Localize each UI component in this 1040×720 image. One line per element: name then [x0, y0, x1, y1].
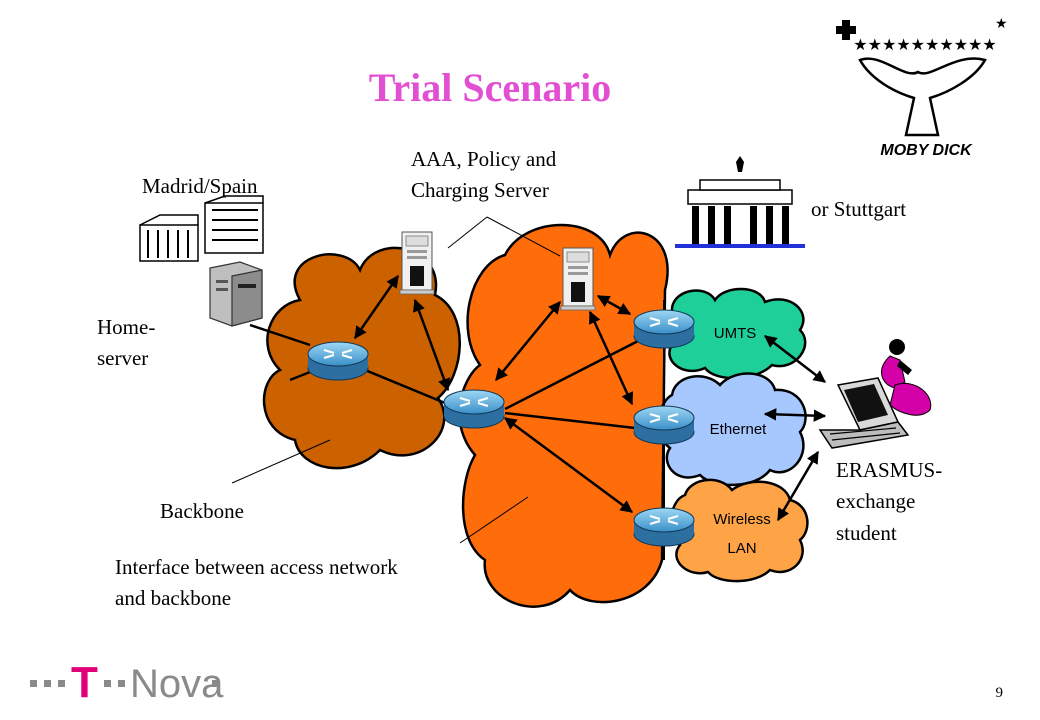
interface-label-line1: Interface between access network: [115, 555, 398, 579]
page-title: Trial Scenario: [369, 65, 612, 110]
backbone-label: Backbone: [160, 499, 244, 523]
laptop-icon: [818, 377, 910, 449]
wlan-label-line2: LAN: [727, 540, 756, 557]
ethernet-label: Ethernet: [710, 421, 768, 438]
erasmus-label-line1: ERASMUS-: [836, 458, 942, 482]
erasmus-label-line3: student: [836, 521, 897, 545]
interface-label-line2: and backbone: [115, 586, 231, 610]
svg-text:★★★★★★★★★★: ★★★★★★★★★★: [853, 37, 996, 54]
building-icon: [139, 195, 264, 262]
umts-label: UMTS: [714, 325, 757, 342]
moby-dick-label: MOBY DICK: [880, 142, 973, 159]
brandenburg-gate-icon: [675, 156, 805, 248]
aaa-server-backbone: [399, 231, 435, 295]
tnova-text: Nova: [130, 662, 224, 706]
router-wlan: [632, 506, 696, 548]
madrid-label: Madrid/Spain: [142, 174, 258, 198]
wlan-cloud: [669, 478, 809, 583]
aaa-server-access: [560, 247, 596, 311]
router-backbone: [306, 340, 370, 382]
router-umts: [632, 308, 696, 350]
leader-lines: [231, 216, 561, 544]
tnova-logo: T Nova: [30, 658, 224, 707]
connection-arrows: [353, 274, 827, 522]
whale-tail-icon: ★★★★★★★★★★ ★: [836, 15, 1008, 137]
home-server-label-line1: Home-: [97, 315, 155, 339]
tnova-t-glyph: T: [71, 658, 98, 707]
router-ethernet: [632, 404, 696, 446]
erasmus-label-line2: exchange: [836, 489, 915, 513]
page-number: 9: [996, 685, 1004, 701]
svg-text:★: ★: [995, 15, 1008, 31]
aaa-label-line1: AAA, Policy and: [411, 147, 557, 171]
router-interface: [442, 388, 506, 430]
moby-dick-logo: ★★★★★★★★★★ ★ MOBY DICK: [836, 15, 1008, 159]
wlan-label-line1: Wireless: [713, 511, 771, 528]
home-server-label-line2: server: [97, 346, 148, 370]
home-server-icon: [209, 261, 263, 327]
stuttgart-label: or Stuttgart: [811, 197, 906, 221]
person-icon: [881, 339, 932, 416]
aaa-label-line2: Charging Server: [411, 178, 549, 202]
